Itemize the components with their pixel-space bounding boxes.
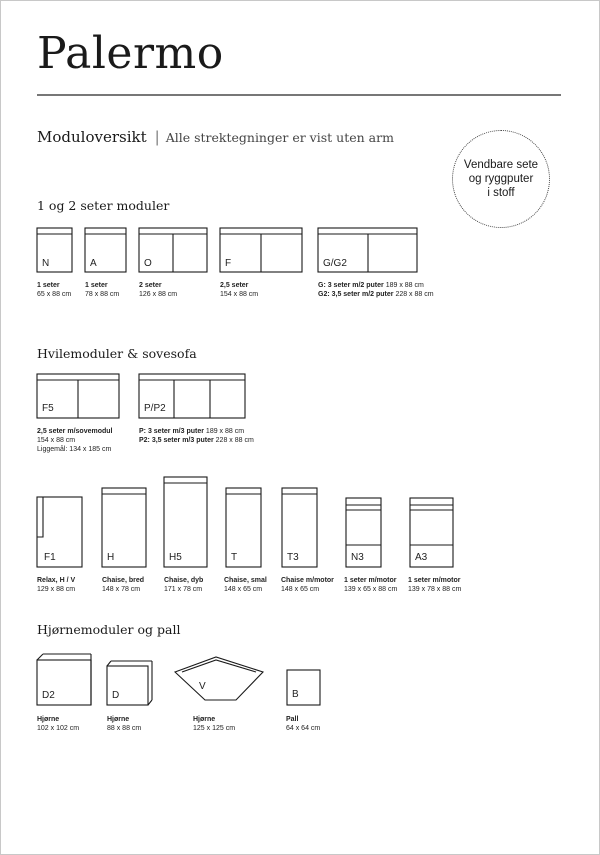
module-A3-label: A3 (415, 552, 428, 563)
module-D2-caption: Hjørne 102 x 102 cm (37, 716, 80, 732)
module-T-label: T (231, 552, 238, 563)
module-N-label: N (42, 258, 50, 269)
module-H-label: H (107, 552, 115, 563)
overview-heading: Moduloversikt | Alle strektegninger er vis… (37, 128, 394, 146)
module-D2-drawing (36, 653, 92, 706)
badge-line-3: i stoff (487, 187, 515, 199)
module-F-drawing (219, 227, 303, 273)
module-GG2-label: G/G2 (323, 258, 347, 269)
section-heading-corner: Hjørnemoduler og pall (37, 622, 181, 637)
module-B-caption: Pall 64 x 64 cm (286, 716, 321, 732)
module-O-caption: 2 seter 126 x 88 cm (139, 282, 178, 298)
module-T3-caption: Chaise m/motor 148 x 65 cm (281, 577, 334, 593)
module-D-label: D (112, 690, 120, 701)
module-A-drawing (84, 227, 127, 273)
module-H-caption: Chaise, bred 148 x 78 cm (102, 577, 145, 593)
badge-line-2: og ryggputer (468, 173, 534, 185)
module-N3-label: N3 (351, 552, 364, 563)
overview-separator: | (154, 128, 160, 146)
module-V-label: V (199, 681, 206, 692)
module-N-drawing (36, 227, 73, 273)
module-O-drawing (138, 227, 208, 273)
module-N3-caption: 1 seter m/motor 139 x 65 x 88 cm (344, 577, 398, 593)
module-A-caption: 1 seter 78 x 88 cm (85, 282, 120, 298)
module-T3-label: T3 (287, 552, 299, 563)
module-A3-drawing (409, 497, 454, 568)
module-D-caption: Hjørne 88 x 88 cm (107, 716, 142, 732)
module-A-label: A (90, 258, 97, 269)
module-F1-drawing (36, 496, 83, 568)
module-T3-drawing (281, 487, 318, 568)
module-GG2-drawing (317, 227, 418, 273)
module-H5-caption: Chaise, dyb 171 x 78 cm (164, 577, 204, 593)
module-V-drawing (173, 656, 265, 701)
module-F5-caption: 2,5 seter m/sovemodul 154 x 88 cm Liggem… (37, 428, 113, 453)
module-F-label: F (225, 258, 232, 269)
module-F5-drawing (36, 373, 120, 419)
module-T-caption: Chaise, smal 148 x 65 cm (224, 577, 267, 593)
module-H5-drawing (163, 476, 208, 568)
module-D-drawing (106, 660, 153, 706)
badge-line-1: Vendbare sete (463, 159, 539, 171)
module-B-label: B (292, 689, 299, 700)
module-N3-drawing (345, 497, 382, 568)
module-O-label: O (144, 258, 152, 269)
section-heading-seater: 1 og 2 seter moduler (37, 198, 170, 213)
module-H5-label: H5 (169, 552, 182, 563)
module-D2-label: D2 (42, 690, 55, 701)
module-F5-label: F5 (42, 403, 54, 414)
overview-subtitle: Alle strektegninger er vist uten arm (165, 130, 394, 145)
title-divider (37, 94, 561, 96)
module-V-caption: Hjørne 125 x 125 cm (193, 716, 236, 732)
module-PP2-caption: P: 3 seter m/3 puter 189 x 88 cm P2: 3,5… (139, 428, 254, 444)
section-heading-recliner: Hvilemoduler & sovesofa (37, 346, 197, 361)
module-T-drawing (225, 487, 262, 568)
module-GG2-caption: G: 3 seter m/2 puter 189 x 88 cm G2: 3,5… (318, 282, 434, 298)
module-N-caption: 1 seter 65 x 88 cm (37, 282, 72, 298)
module-F1-caption: Relax, H / V 129 x 88 cm (37, 577, 76, 593)
module-PP2-drawing (138, 373, 246, 419)
module-A3-caption: 1 seter m/motor 139 x 78 x 88 cm (408, 577, 462, 593)
reversible-cushions-badge: Vendbare sete og ryggputer i stoff (452, 130, 550, 228)
module-F-caption: 2,5 seter 154 x 88 cm (220, 282, 259, 298)
page-title: Palermo (37, 28, 224, 79)
module-F1-label: F1 (44, 552, 56, 563)
overview-title: Moduloversikt (37, 128, 147, 146)
module-PP2-label: P/P2 (144, 403, 166, 414)
module-B-drawing (286, 669, 321, 706)
module-H-drawing (101, 487, 147, 568)
